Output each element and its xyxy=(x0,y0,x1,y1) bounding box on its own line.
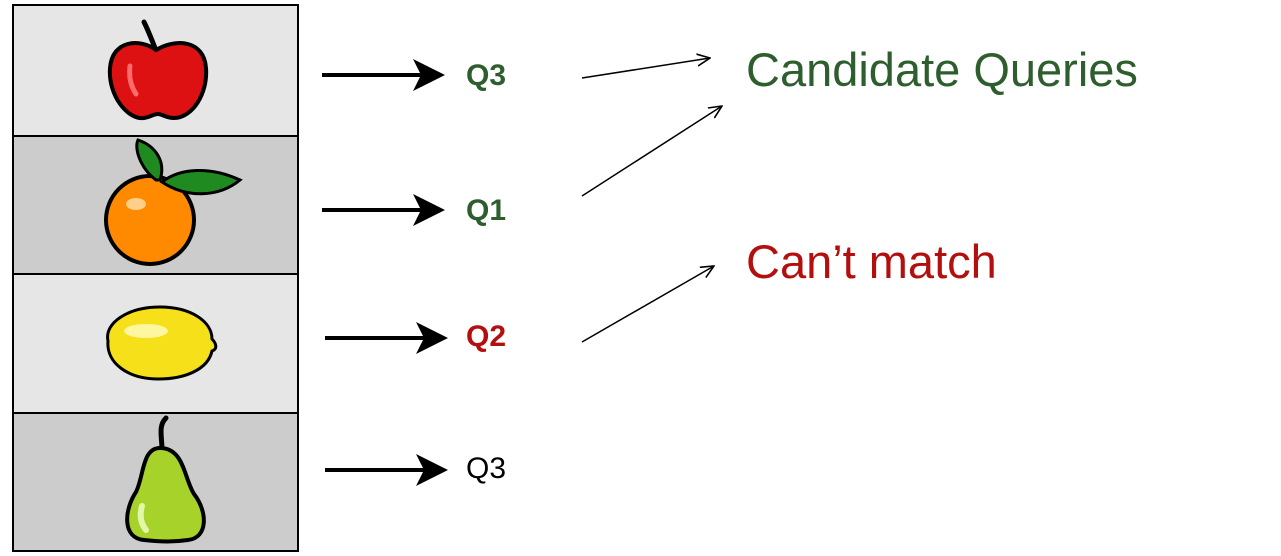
query-label-2: Q1 xyxy=(466,194,507,227)
candidate-queries-annotation: Candidate Queries xyxy=(746,43,1138,96)
apple-icon xyxy=(107,19,209,121)
annotation-arrow-1 xyxy=(581,58,710,79)
cant-match-annotation: Can’t match xyxy=(746,235,997,288)
query-label-3: Q2 xyxy=(466,320,507,353)
annotation-arrow-2 xyxy=(581,106,722,197)
lemon-icon xyxy=(106,305,218,381)
pear-icon xyxy=(125,415,206,544)
annotation-arrow-3 xyxy=(581,266,714,343)
orange-icon xyxy=(104,138,243,266)
query-label-4: Q3 xyxy=(466,452,507,485)
query-label-1: Q3 xyxy=(466,59,507,92)
